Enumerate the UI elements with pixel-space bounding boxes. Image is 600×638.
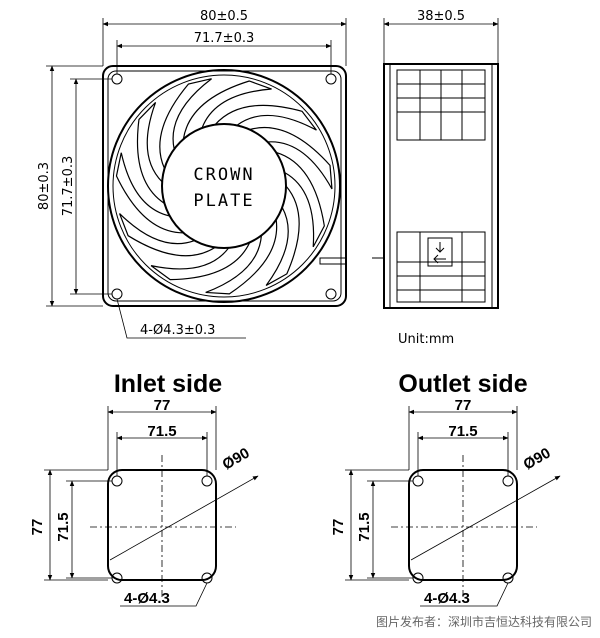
fan-blade xyxy=(119,213,217,257)
inlet-holes-label: 4-Ø4.3 xyxy=(124,590,170,607)
fan-blade xyxy=(150,241,251,281)
mounting-hole-top-right xyxy=(325,73,337,85)
hole-callout-leader xyxy=(116,298,246,339)
fan-blade xyxy=(213,104,317,131)
inlet-diameter-label: Ø90 xyxy=(220,445,253,474)
fan-hub xyxy=(161,123,287,249)
overall-width-label: 80±0.5 xyxy=(200,9,248,24)
inlet-height-inner-label: 71.5 xyxy=(55,512,72,541)
inlet-side-view: Inlet side 77 71.5 77 71.5 Ø90 4-Ø4.3 xyxy=(29,370,259,607)
brand-line-1: CROWN xyxy=(193,165,254,185)
wire-exit xyxy=(319,257,347,265)
watermark-text: 图片发布者：深圳市吉恒达科技有限公司 xyxy=(376,614,592,629)
outlet-diameter-label: Ø90 xyxy=(521,445,554,474)
fan-blade xyxy=(265,184,300,286)
outlet-height-inner-label: 71.5 xyxy=(356,512,373,541)
depth-label: 38±0.5 xyxy=(417,9,465,24)
hole-pitch-width-label: 71.7±0.3 xyxy=(194,31,255,46)
inlet-hole-top-right xyxy=(201,475,213,487)
brand-line-2: PLATE xyxy=(193,191,254,211)
fan-blade xyxy=(205,218,278,295)
fan-blade xyxy=(136,102,166,205)
outlet-side-view: Outlet side 77 71.5 77 71.5 Ø90 4-Ø4.3 xyxy=(330,370,561,607)
fan-blade xyxy=(248,126,333,190)
venturi-ring xyxy=(107,69,341,303)
inlet-holes-leader xyxy=(120,582,208,607)
mounting-holes-label: 4-Ø4.3±0.3 xyxy=(140,323,215,338)
fan-blade xyxy=(182,80,272,141)
side-view: 38±0.5 Unit:mm xyxy=(372,9,499,347)
front-view: CROWN PLATE 80±0.5 71.7±0.3 80±0.3 71.7±… xyxy=(37,9,347,339)
venturi-ring-inner xyxy=(112,74,336,298)
rotation-arrow-icon xyxy=(433,254,446,264)
inlet-title: Inlet side xyxy=(114,370,222,398)
outlet-height-outer-label: 77 xyxy=(330,519,347,536)
fan-frame-outline xyxy=(102,65,347,307)
outlet-holes-label: 4-Ø4.3 xyxy=(424,590,470,607)
mounting-hole-bottom-left xyxy=(111,288,123,300)
mounting-hole-top-left xyxy=(111,73,123,85)
inlet-width-outer-label: 77 xyxy=(154,397,171,414)
outlet-hole-top-left xyxy=(412,475,424,487)
flow-arrow-box xyxy=(427,237,453,267)
hole-pitch-height-label: 71.7±0.3 xyxy=(61,156,76,217)
overall-height-label: 80±0.3 xyxy=(37,162,52,210)
inlet-width-inner-label: 71.5 xyxy=(147,423,176,440)
outlet-hole-top-right xyxy=(502,475,514,487)
airflow-arrow-icon xyxy=(435,242,445,253)
fan-blade xyxy=(275,151,325,248)
outlet-diameter-leader xyxy=(410,475,561,561)
outlet-holes-leader xyxy=(420,582,509,607)
inlet-hole-top-left xyxy=(111,475,123,487)
inlet-diameter-leader xyxy=(109,475,259,561)
side-view-outline xyxy=(383,63,499,309)
mounting-hole-bottom-right xyxy=(325,288,337,300)
outlet-title: Outlet side xyxy=(398,370,527,398)
fan-blade xyxy=(115,152,185,234)
outlet-width-outer-label: 77 xyxy=(455,397,472,414)
fan-blades xyxy=(115,78,333,295)
inlet-height-outer-label: 77 xyxy=(29,519,46,536)
outlet-width-inner-label: 71.5 xyxy=(448,423,477,440)
unit-label: Unit:mm xyxy=(398,332,454,347)
side-lower-ribs xyxy=(396,231,486,303)
fan-blade xyxy=(159,78,212,170)
